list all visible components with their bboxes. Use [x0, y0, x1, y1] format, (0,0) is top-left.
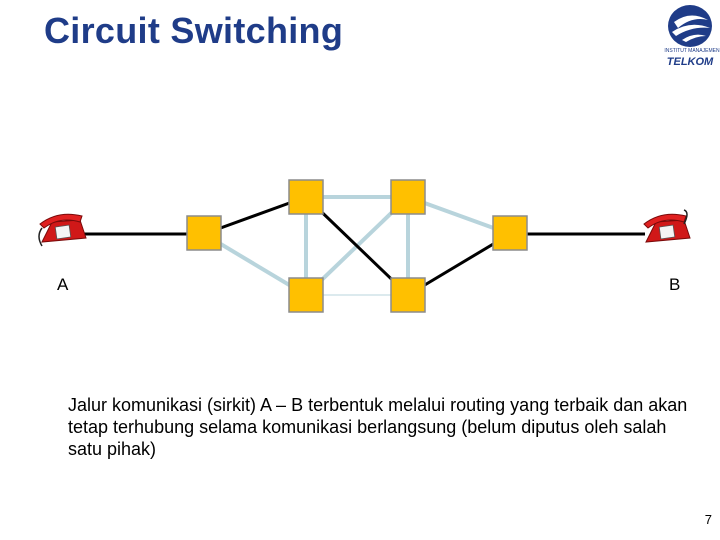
telephone-a-icon — [38, 213, 87, 247]
switch-node-2 — [288, 179, 324, 215]
slide-title: Circuit Switching — [44, 10, 344, 51]
logo-brand-text: TELKOM — [666, 56, 714, 68]
telephone-b-icon — [643, 209, 691, 243]
telkom-emblem-icon — [668, 5, 712, 47]
logo-institution-text: INSTITUT MANAJEMEN — [664, 48, 720, 54]
switch-node-5 — [390, 277, 426, 313]
telkom-logo: INSTITUT MANAJEMEN TELKOM — [660, 2, 720, 74]
caption-text: Jalur komunikasi (sirkit) A – B terbentu… — [68, 395, 688, 459]
switch-node-1 — [186, 215, 222, 251]
switch-node-3 — [390, 179, 426, 215]
switch-node-4 — [288, 277, 324, 313]
endpoint-a-label: A — [57, 275, 69, 294]
page-number: 7 — [704, 512, 712, 527]
switch-node-6 — [492, 215, 528, 251]
endpoint-b-label: B — [669, 275, 681, 294]
